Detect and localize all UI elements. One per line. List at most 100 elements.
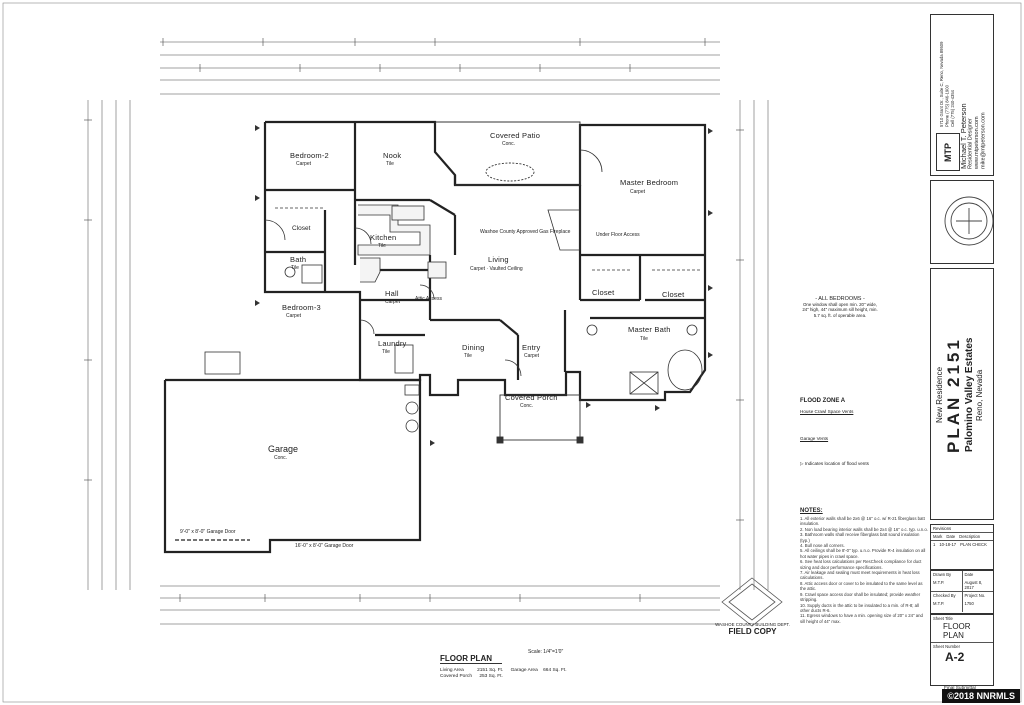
project-no-value: 1750 xyxy=(964,601,974,606)
room-bedroom3-sub: Carpet xyxy=(286,313,302,319)
room-kitchen-sub: Tile xyxy=(378,243,386,249)
floor-plan-scale: Scale: 1/4"=1'0" xyxy=(528,649,564,655)
project-no-label: Project No. xyxy=(964,593,986,598)
note-item: 9. Crawl space access door shall be insu… xyxy=(800,591,921,603)
room-living: Living xyxy=(488,255,509,264)
room-closet-3: Closet xyxy=(662,290,685,299)
title-block-revisions: Revisions Mark Date Description 1 10-18-… xyxy=(930,524,994,570)
note-item: 4. Bull nose all corners. xyxy=(800,543,845,549)
room-bedroom2: Bedroom-2 xyxy=(290,151,329,160)
designer-text: Michael T. Peterson Residential Designer… xyxy=(959,19,987,169)
room-dining: Dining xyxy=(462,343,484,352)
garage-door-2-label: 16'-0" x 8'-0" Garage Door xyxy=(295,543,354,549)
note-item: 1. All exterior walls shall be 2x6 @ 16"… xyxy=(800,516,925,527)
title-block-project: New Residence PLAN 2151 Palomino Valley … xyxy=(930,268,994,520)
fireplace-note: Washoe County Approved Gas Fireplace xyxy=(480,229,571,235)
date-label: Date xyxy=(964,572,974,577)
project-city: Reno, Nevada xyxy=(975,369,984,421)
flood-house-heading: House Crawl Space Vents xyxy=(800,409,854,414)
room-kitchen: Kitchen xyxy=(370,233,396,242)
living-area-label: Living Area xyxy=(440,668,464,673)
room-master-bath-sub: Tile xyxy=(640,336,648,342)
note-item: 5. All ceilings shall be 8'-0" typ. u.n.… xyxy=(800,548,926,559)
room-covered-porch: Covered Porch xyxy=(505,393,558,402)
washoe-stamp-text: WASHOE COUNTY BUILDING DEPT. FIELD COPY xyxy=(705,622,800,636)
room-covered-patio: Covered Patio xyxy=(490,131,540,140)
flood-vent-icon: ▷ xyxy=(800,461,804,466)
room-bedroom3: Bedroom-3 xyxy=(282,303,321,312)
covered-patio-outline xyxy=(435,121,581,186)
floor-plan-caption: FLOOR PLAN Scale: 1/4"=1'0" Living Area … xyxy=(440,648,600,680)
note-item: 2. Non load bearing interior walls shall… xyxy=(800,526,928,532)
under-floor-access: Under Floor Access xyxy=(596,232,640,238)
note-item: 11. Egress windows to have a min. openin… xyxy=(800,613,923,624)
bedroom-note: - ALL BEDROOMS - One window shall open m… xyxy=(800,296,880,318)
title-block-drawn: Drawn By M.T.P. Date August 8, 2017 Chec… xyxy=(930,570,994,614)
room-laundry-sub: Tile xyxy=(382,349,390,355)
flood-vent-markers xyxy=(255,125,713,446)
garage-door-1-label: 9'-0" x 8'-0" Garage Door xyxy=(180,529,236,535)
covered-porch-value: 253 Sq. Ft. xyxy=(479,674,503,679)
room-master-bedroom-sub: Carpet xyxy=(630,189,646,195)
covered-porch-label: Covered Porch xyxy=(440,674,472,679)
room-master-bath: Master Bath xyxy=(628,325,671,334)
note-item: 10. Supply ducts in the attic to be insu… xyxy=(800,602,919,613)
subdivision: Palomino Valley Estates xyxy=(964,337,975,453)
kitchen-counters xyxy=(357,204,447,283)
note-item: 7. Air leakage and sealing must meet req… xyxy=(800,570,920,581)
room-entry-sub: Carpet xyxy=(524,353,540,359)
sheet-title-1: FLOOR xyxy=(943,622,971,631)
note-item: 8. Attic access door or cover to be insu… xyxy=(800,580,923,592)
room-labels: Bedroom-2 Carpet Nook Tile Covered Patio… xyxy=(180,131,685,549)
garage-area-label: Garage Area xyxy=(510,668,538,673)
checked-by-value: M.T.P. xyxy=(933,601,945,606)
room-entry: Entry xyxy=(522,343,541,352)
mtp-logo: MTP xyxy=(936,133,960,171)
flood-garage-heading: Garage Vents xyxy=(800,436,829,441)
revisions-heading: Revisions xyxy=(931,525,993,533)
garage-area-value: 664 Sq. Ft. xyxy=(543,668,567,673)
room-dining-sub: Tile xyxy=(464,353,472,359)
rev-mark: 1 xyxy=(933,542,936,547)
sheet-title-2: PLAN xyxy=(931,631,993,643)
sheet-title-label: Sheet Title xyxy=(933,616,953,621)
room-laundry: Laundry xyxy=(378,339,407,348)
notes-block: NOTES: 1. All exterior walls shall be 2x… xyxy=(800,508,928,624)
room-attic-access: Attic Access xyxy=(415,296,442,302)
project-type: New Residence xyxy=(935,366,944,424)
designer-contact: 5710 Grant Dr., Suite C, Reno, Nevada 89… xyxy=(939,19,955,127)
checked-by-label: Checked By xyxy=(933,593,956,598)
bedroom-note-body: One window shall open min. 20" wide, 24"… xyxy=(802,302,878,318)
flood-legend: Indicates location of flood vents xyxy=(804,461,869,466)
title-block-designer: MTP Michael T. Peterson Residential Desi… xyxy=(930,14,994,176)
floor-plan-title: FLOOR PLAN xyxy=(440,654,502,664)
designer-email: mike@mtpeterson.com xyxy=(980,112,987,169)
title-block-seal-box xyxy=(930,180,994,264)
room-closet-2: Closet xyxy=(592,288,615,297)
rev-date: 10-18-17 xyxy=(939,542,957,547)
room-closet-1: Closet xyxy=(292,225,311,232)
final-submittal: Final Submittal xyxy=(944,686,976,691)
notes-list: 1. All exterior walls shall be 2x6 @ 16"… xyxy=(800,516,928,624)
sheet-number: A-2 xyxy=(945,650,965,664)
bedroom-note-title: - ALL BEDROOMS - xyxy=(815,296,865,302)
room-bath-sub: Tile xyxy=(291,265,299,271)
note-item: 3. Bathroom walls shall receive fibergla… xyxy=(800,532,920,543)
room-hall-sub: Carpet xyxy=(385,299,401,305)
room-garage: Garage xyxy=(268,444,298,454)
rev-col-date: Date xyxy=(946,534,956,539)
flood-zone-title: FLOOD ZONE A xyxy=(800,398,846,404)
washoe-dept: WASHOE COUNTY BUILDING DEPT. xyxy=(715,622,790,627)
date-value: August 8, 2017 xyxy=(964,580,983,590)
drawn-by-label: Drawn By xyxy=(933,572,952,577)
room-bath: Bath xyxy=(290,255,306,264)
room-master-bedroom: Master Bedroom xyxy=(620,178,678,187)
designer-cell: Cell (775) 240-4354 xyxy=(949,89,955,127)
room-living-sub: Carpet · Vaulted Ceiling xyxy=(470,266,523,272)
notes-title: NOTES: xyxy=(800,508,823,514)
rev-col-mark: Mark xyxy=(933,534,943,539)
room-nook-sub: Tile xyxy=(386,161,394,167)
room-nook: Nook xyxy=(383,151,401,160)
